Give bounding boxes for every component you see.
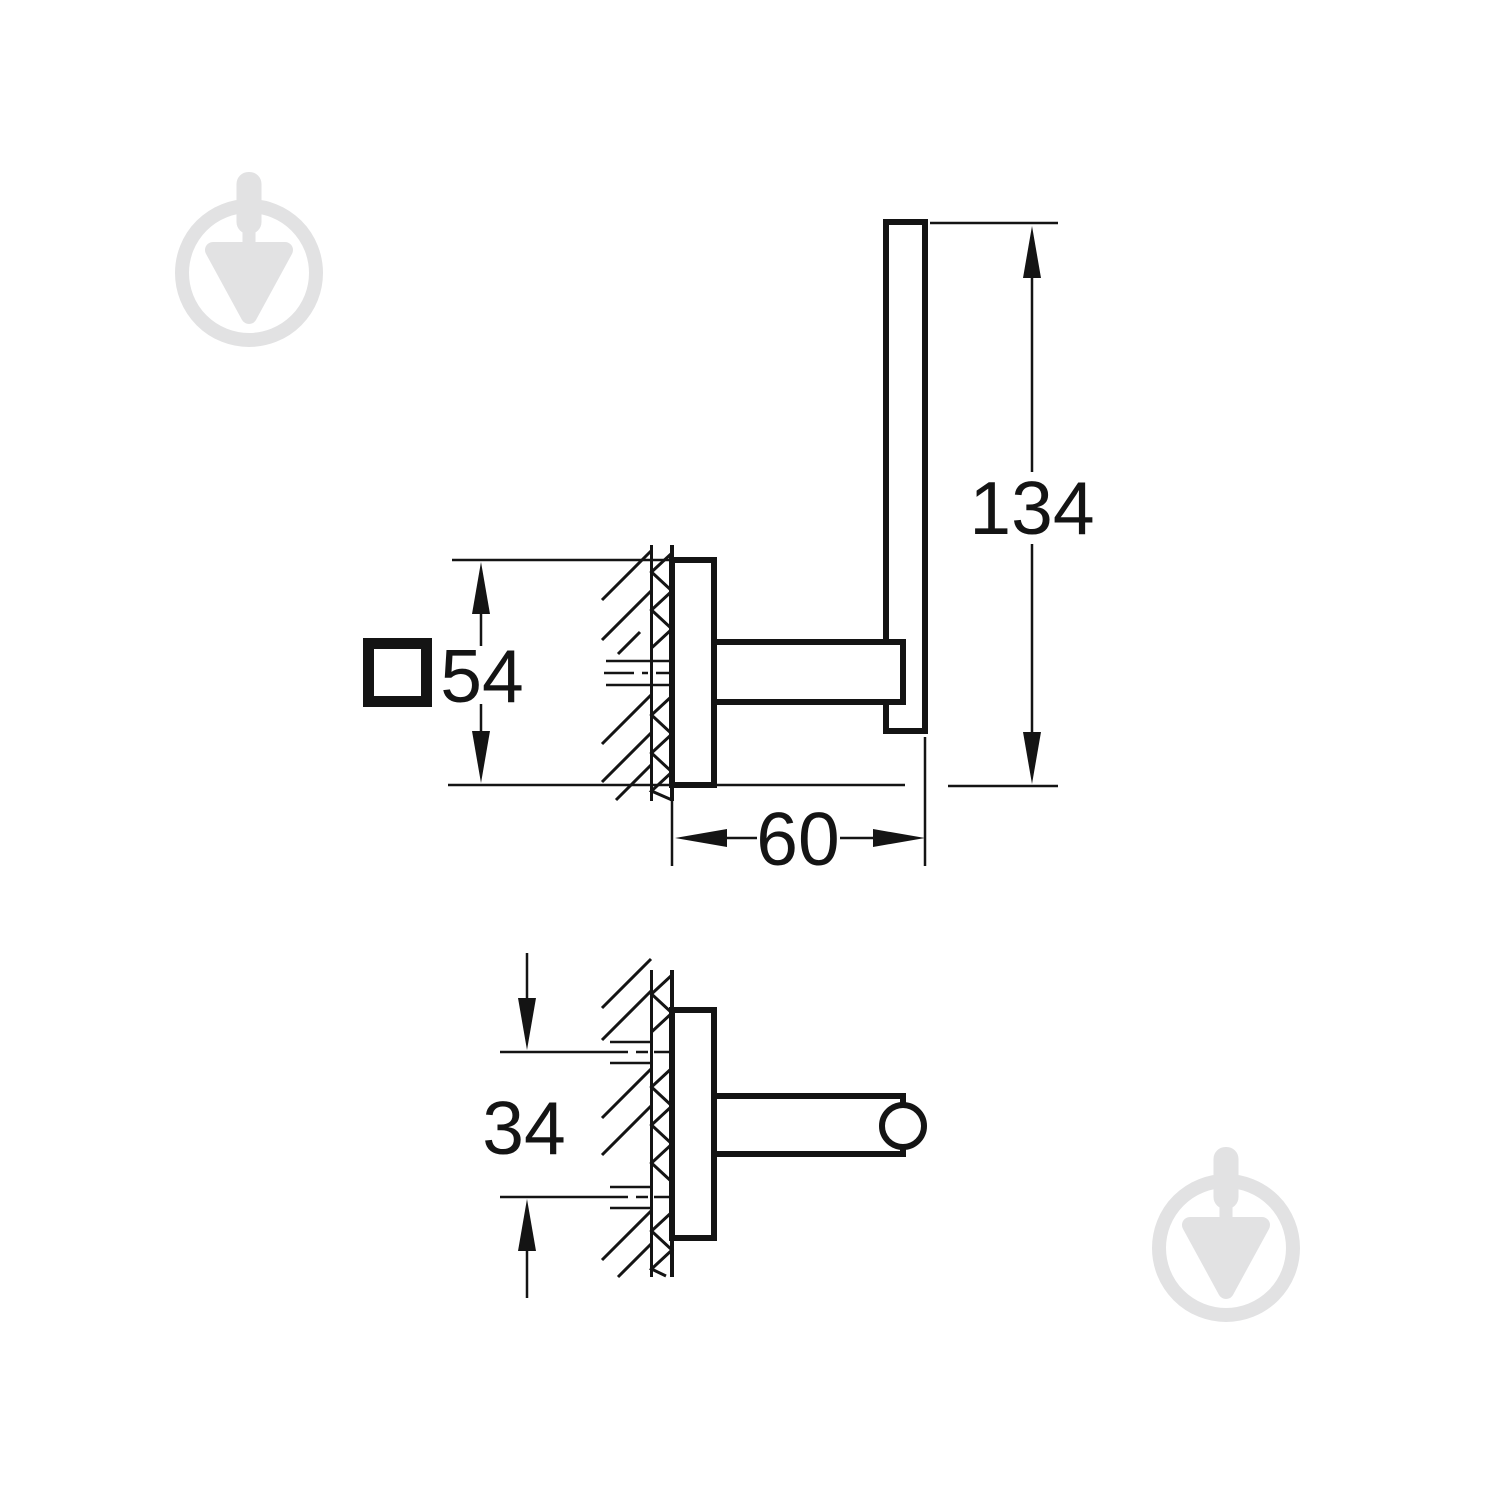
dim-plate-size: 54 xyxy=(363,558,905,787)
hatch-diagonals xyxy=(600,549,653,802)
hatch-chevrons-2 xyxy=(649,1066,675,1184)
arrow-down xyxy=(472,731,490,783)
mounting-arm-top xyxy=(711,1093,906,1157)
dim-plate-label: 54 xyxy=(440,634,523,718)
dim-depth: 60 xyxy=(670,737,927,881)
dim-height-label: 134 xyxy=(969,466,1094,550)
hatch-chevrons-upper xyxy=(649,551,675,650)
arrow-up xyxy=(472,562,490,614)
dim-spacing-label: 34 xyxy=(482,1086,565,1170)
wall-section-top xyxy=(600,957,675,1279)
side-view: 54 134 60 xyxy=(363,219,1095,881)
trowel-circle-icon xyxy=(1159,1147,1293,1315)
arrow-up xyxy=(1023,226,1041,278)
square-symbol xyxy=(363,638,432,707)
arrow-left xyxy=(675,829,727,847)
hatch-chevrons-1 xyxy=(649,973,675,1034)
wall-plate-side xyxy=(669,557,717,788)
arrow-down xyxy=(1023,732,1041,784)
wall-section-side xyxy=(600,545,675,802)
wall-plate-top xyxy=(669,1007,717,1241)
hatch-chevrons-3 xyxy=(648,1210,675,1278)
hatch-diagonals xyxy=(600,957,653,1279)
anchor-centerline-side xyxy=(604,659,672,687)
holder-bar-section xyxy=(879,1102,927,1150)
arrow-down xyxy=(518,998,536,1050)
dim-depth-label: 60 xyxy=(756,797,839,881)
mounting-arm-side xyxy=(711,639,906,705)
top-view: 34 xyxy=(482,953,927,1298)
trowel-circle-icon xyxy=(182,172,316,340)
dim-bar-height: 134 xyxy=(930,221,1095,788)
arrow-right xyxy=(873,829,925,847)
dim-mount-spacing: 34 xyxy=(482,953,628,1298)
arrow-up xyxy=(518,1199,536,1251)
